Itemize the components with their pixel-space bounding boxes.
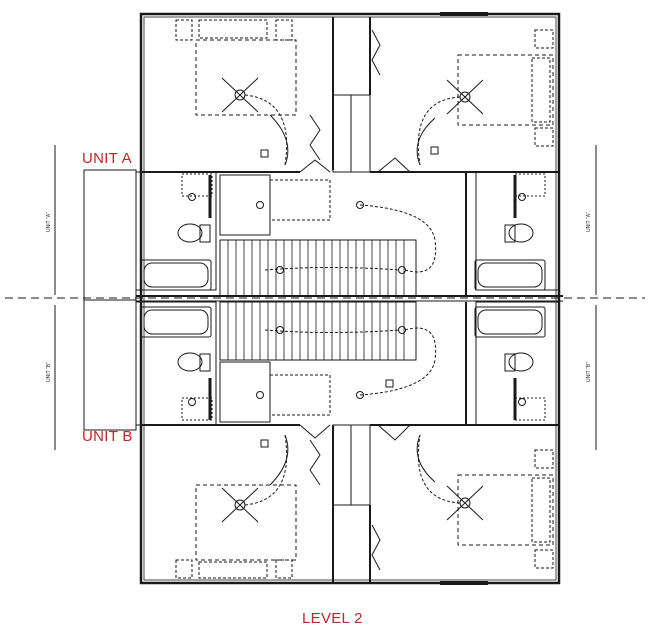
bed-unit-b-left: [195, 484, 297, 561]
toilet-icon: [177, 352, 203, 372]
bathtub-icon: [140, 259, 212, 291]
side-label-a-right: UNIT "A": [586, 212, 592, 232]
toilet-icon: [508, 223, 534, 243]
bed-unit-a-left: [195, 39, 297, 116]
bathtub-icon: [474, 259, 546, 291]
ceiling-fan-icon: [446, 79, 484, 115]
level-label: LEVEL 2: [302, 610, 363, 627]
unit-a-label: UNIT A: [82, 150, 132, 167]
side-label-b-left: UNIT "B": [46, 362, 52, 382]
toilet-icon: [177, 223, 203, 243]
ceiling-fan-icon: [221, 487, 259, 523]
unit-b-label: UNIT B: [82, 428, 133, 445]
side-label-b-right: UNIT "B": [586, 362, 592, 382]
ceiling-fan-icon: [446, 485, 484, 521]
stair-treads-b: [227, 302, 405, 360]
side-label-a-left: UNIT "A": [46, 212, 52, 232]
toilet-icon: [508, 352, 534, 372]
ceiling-fan-icon: [221, 77, 259, 113]
light-fixture-icon: [188, 193, 526, 406]
bathtub-icon: [140, 306, 212, 338]
bathtub-icon: [474, 306, 546, 338]
smoke-detector-icon: [260, 146, 439, 448]
